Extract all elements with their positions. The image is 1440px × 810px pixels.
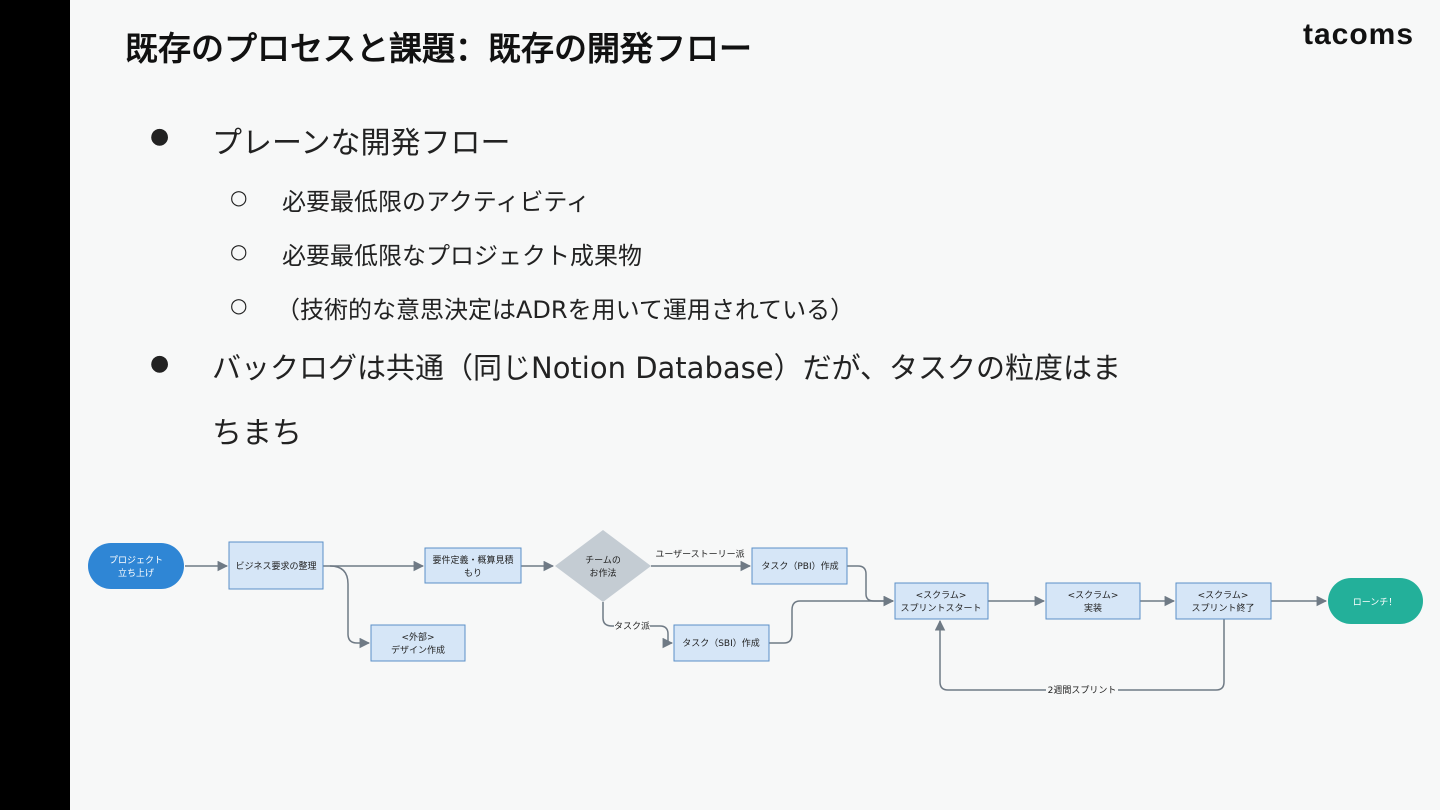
node-start-label-1: プロジェクト: [109, 555, 163, 566]
logo-text: tacoms: [1302, 18, 1414, 51]
bullet-text: プレーンな開発フロー: [212, 126, 511, 161]
tacoms-logo: tacoms: [1303, 18, 1414, 52]
node-requirements: 要件定義・概算見積 もり: [424, 547, 522, 584]
bullet-marker: ●: [150, 351, 170, 376]
node-business: ビジネス要求の整理: [228, 541, 324, 590]
node-pbi: タスク（PBI）作成: [751, 547, 848, 585]
sub-bullet-text: 必要最低限のアクティビティ: [282, 188, 590, 216]
sub-bullet-marker: ○: [230, 185, 248, 209]
node-decision-label-2: お作法: [589, 567, 616, 579]
sub-bullet-text: 必要最低限なプロジェクト成果物: [282, 242, 642, 270]
bullet-text-line2: ちまち: [212, 416, 302, 451]
edge-sbi-sprintstart: [769, 595, 895, 644]
node-requirements-label-1: 要件定義・概算見積: [432, 554, 513, 566]
node-decision: チームの お作法: [555, 530, 651, 602]
node-design-label-2: デザイン作成: [391, 644, 445, 656]
node-impl-label-1: <スクラム>: [1068, 590, 1119, 601]
bullet-text-line1: バックログは共通（同じNotion Database）だが、タスクの粒度はま: [212, 351, 1121, 385]
node-sprint-start-label-2: スプリントスタート: [900, 603, 981, 614]
edge-decision-sbi: [602, 602, 674, 649]
node-sprint-start: <スクラム> スプリントスタート: [894, 582, 989, 620]
sub-bullet-marker: ○: [230, 239, 248, 263]
edge-label-task: タスク派: [614, 621, 650, 632]
node-sprint-end: <スクラム> スプリント終了: [1175, 582, 1272, 620]
node-sprint-start-label-1: <スクラム>: [916, 590, 967, 601]
sub-bullet-marker: ○: [230, 293, 248, 317]
node-launch-label: ローンチ！: [1353, 597, 1398, 608]
slide-title: 既存のプロセスと課題：既存の開発フロー: [125, 29, 752, 68]
node-start-label-2: 立ち上げ: [118, 567, 154, 579]
node-launch: ローンチ！: [1328, 578, 1423, 624]
edge-label-two-weeks: 2週間スプリント: [1048, 685, 1117, 696]
edge-label-user-story: ユーザーストーリー派: [655, 549, 744, 560]
node-sprint-end-label-2: スプリント終了: [1191, 602, 1254, 614]
node-decision-label-1: チームの: [585, 555, 621, 566]
node-sprint-end-label-1: <スクラム>: [1198, 590, 1249, 601]
node-design-label-1: <外部>: [401, 631, 434, 643]
node-sbi-label: タスク（SBI）作成: [682, 637, 760, 649]
node-design: <外部> デザイン作成: [370, 624, 466, 662]
node-pbi-label: タスク（PBI）作成: [761, 560, 838, 572]
edge-business-design: [329, 565, 371, 649]
edge-labels: ユーザーストーリー派 タスク派 2週間スプリント: [614, 548, 1118, 696]
edge-pbi-sprintstart: [847, 565, 895, 607]
node-impl: <スクラム> 実装: [1045, 582, 1141, 620]
bullet-marker: ●: [150, 124, 170, 149]
edge-sprintend-loop: [934, 619, 1225, 691]
node-sbi: タスク（SBI）作成: [673, 624, 770, 662]
node-start: プロジェクト 立ち上げ: [88, 543, 184, 589]
node-business-label: ビジネス要求の整理: [235, 560, 316, 572]
node-impl-label-2: 実装: [1084, 602, 1102, 614]
left-sidebar-bar: [0, 0, 70, 810]
sub-bullet-text: （技術的な意思決定はADRを用いて運用されている）: [276, 296, 855, 324]
node-requirements-label-2: もり: [464, 568, 482, 579]
